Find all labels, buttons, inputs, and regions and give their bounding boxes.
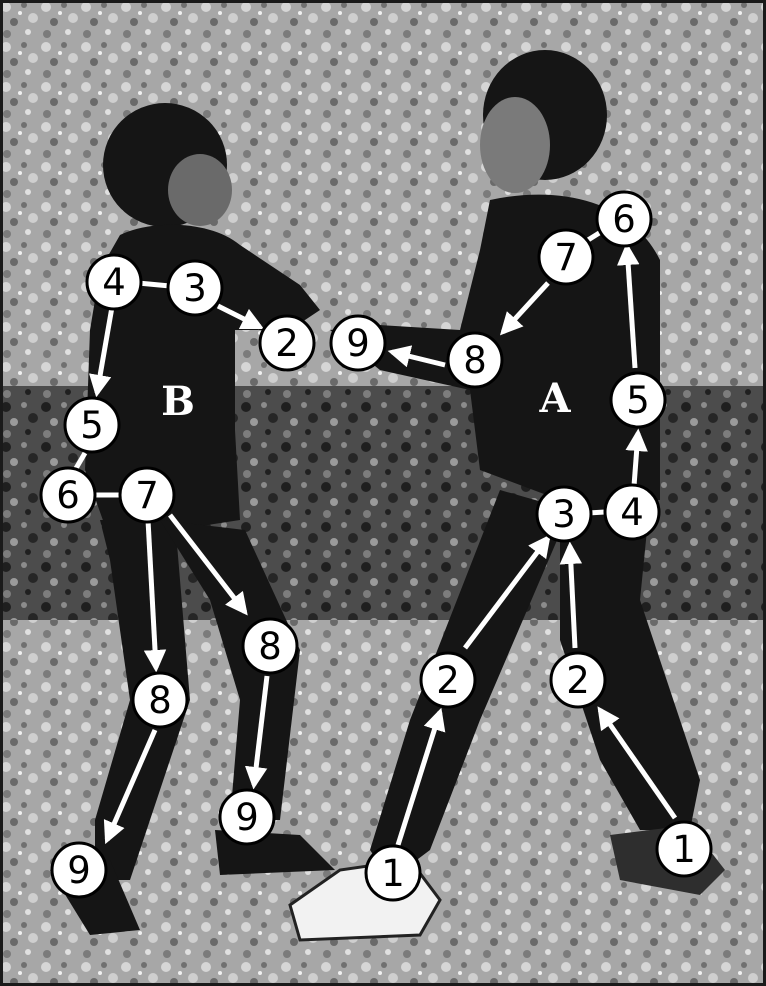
link-b-4-3 [138,283,170,286]
svg-text:6: 6 [56,474,80,517]
node-b-2: 2 [260,316,314,370]
svg-text:4: 4 [620,491,644,534]
node-b-6: 6 [41,468,95,522]
svg-text:4: 4 [102,261,126,304]
node-a-1-left: 1 [366,846,420,900]
node-b-8-right: 8 [243,619,297,673]
svg-text:8: 8 [463,339,487,382]
node-a-3: 3 [537,487,591,541]
node-b-4: 4 [87,255,141,309]
node-a-9: 9 [331,316,385,370]
person-a-label: A [538,375,571,422]
node-a-1-right: 1 [657,822,711,876]
node-b-5: 5 [65,398,119,452]
node-a-4: 4 [605,485,659,539]
person-b-label: B [161,378,195,425]
node-a-6: 6 [597,192,651,246]
svg-text:9: 9 [235,796,259,839]
node-a-2-left: 2 [421,653,475,707]
svg-text:2: 2 [275,322,299,365]
svg-text:7: 7 [554,236,578,279]
svg-text:6: 6 [612,198,636,241]
svg-text:3: 3 [552,493,576,536]
svg-text:8: 8 [148,679,172,722]
node-b-9-left: 9 [52,843,106,897]
node-b-3: 3 [168,261,222,315]
node-a-5: 5 [611,373,665,427]
svg-text:1: 1 [381,852,405,895]
svg-text:5: 5 [80,404,104,447]
node-b-7: 7 [120,468,174,522]
person-b-face [168,154,232,226]
svg-text:2: 2 [566,659,590,702]
svg-text:1: 1 [672,828,696,871]
svg-text:2: 2 [436,659,460,702]
node-a-2-right: 2 [551,653,605,707]
svg-text:8: 8 [258,625,282,668]
node-b-9-right: 9 [220,790,274,844]
svg-text:9: 9 [67,849,91,892]
svg-text:7: 7 [135,474,159,517]
svg-text:9: 9 [346,322,370,365]
person-a-face [480,97,550,193]
svg-text:3: 3 [183,267,207,310]
node-b-8-left: 8 [133,673,187,727]
node-a-8: 8 [448,333,502,387]
svg-text:5: 5 [626,379,650,422]
node-a-7: 7 [539,230,593,284]
